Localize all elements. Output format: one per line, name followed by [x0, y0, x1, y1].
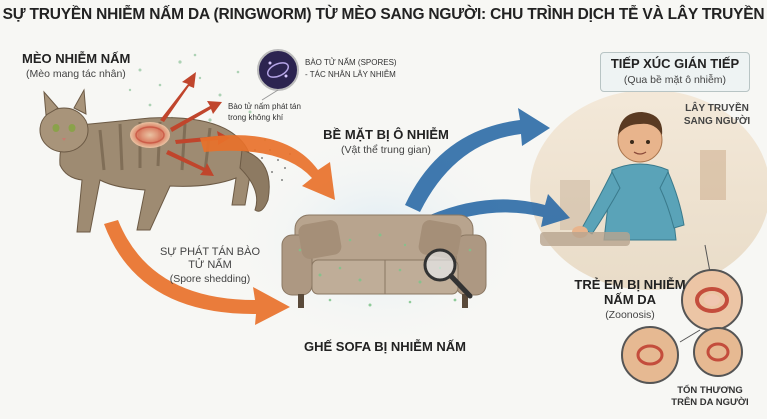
- transmit-label-line2: SANG NGƯỜI: [683, 116, 751, 127]
- infected-cat-illustration: [39, 88, 270, 233]
- child-heading-line2: NẤM DA: [604, 292, 656, 307]
- airborne-label-line1: Bào tử nấm phát tán: [228, 102, 301, 111]
- child-subheading: (Zoonosis): [605, 309, 655, 321]
- surface-heading: BỀ MẶT BỊ Ô NHIỄM: [323, 127, 449, 142]
- spores-label-line1: BÀO TỬ NẤM (SPORES): [305, 58, 397, 67]
- lesion-label-line1: TỔN THƯƠNG: [677, 385, 743, 396]
- child-heading-line1: TRẺ EM BỊ NHIỄM: [574, 277, 686, 292]
- cat-subheading: (Mèo mang tác nhân): [26, 68, 126, 80]
- arrow-surface-to-child: [430, 194, 570, 228]
- indirect-contact-box: [600, 52, 750, 92]
- indirect-heading: TIẾP XÚC GIÁN TIẾP: [610, 56, 740, 71]
- transmit-label-line1: LÂY TRUYỀN: [685, 103, 749, 114]
- airborne-label-line2: trong không khí: [228, 113, 284, 122]
- child-illustration: [540, 112, 685, 246]
- contaminated-sofa-illustration: [281, 214, 487, 308]
- spore-magnifier-icon: [257, 49, 299, 101]
- sofa-heading: GHẾ SOFA BỊ NHIỄM NẤM: [303, 339, 467, 354]
- arrow-surface-to-contact: [405, 108, 550, 212]
- magnifying-glass-icon: [423, 248, 473, 299]
- cat-heading: MÈO NHIỄM NẤM: [22, 51, 131, 66]
- arrow-cat-to-surface: [200, 135, 335, 200]
- lesion-label-line2: TRÊN DA NGƯỜI: [671, 397, 749, 408]
- arrow-spore-shedding: [104, 220, 290, 325]
- airborne-arrows: [160, 72, 230, 176]
- spores-label-line2: - TÁC NHÂN LÂY NHIỄM: [305, 70, 396, 79]
- lesion-zoom-bottom: [621, 326, 743, 384]
- page-title: SỰ TRUYỀN NHIỄM NẤM DA (RINGWORM) TỪ MÈO…: [2, 6, 765, 23]
- shedding-subheading: (Spore shedding): [169, 273, 251, 285]
- shedding-label-line2: TỬ NẤM: [188, 259, 232, 271]
- indirect-subheading: (Qua bề mặt ô nhiễm): [623, 74, 727, 86]
- surface-subheading: (Vật thể trung gian): [341, 144, 431, 156]
- shedding-label-line1: SỰ PHÁT TÁN BÀO: [159, 246, 261, 258]
- lesion-zoom-top: [681, 269, 743, 331]
